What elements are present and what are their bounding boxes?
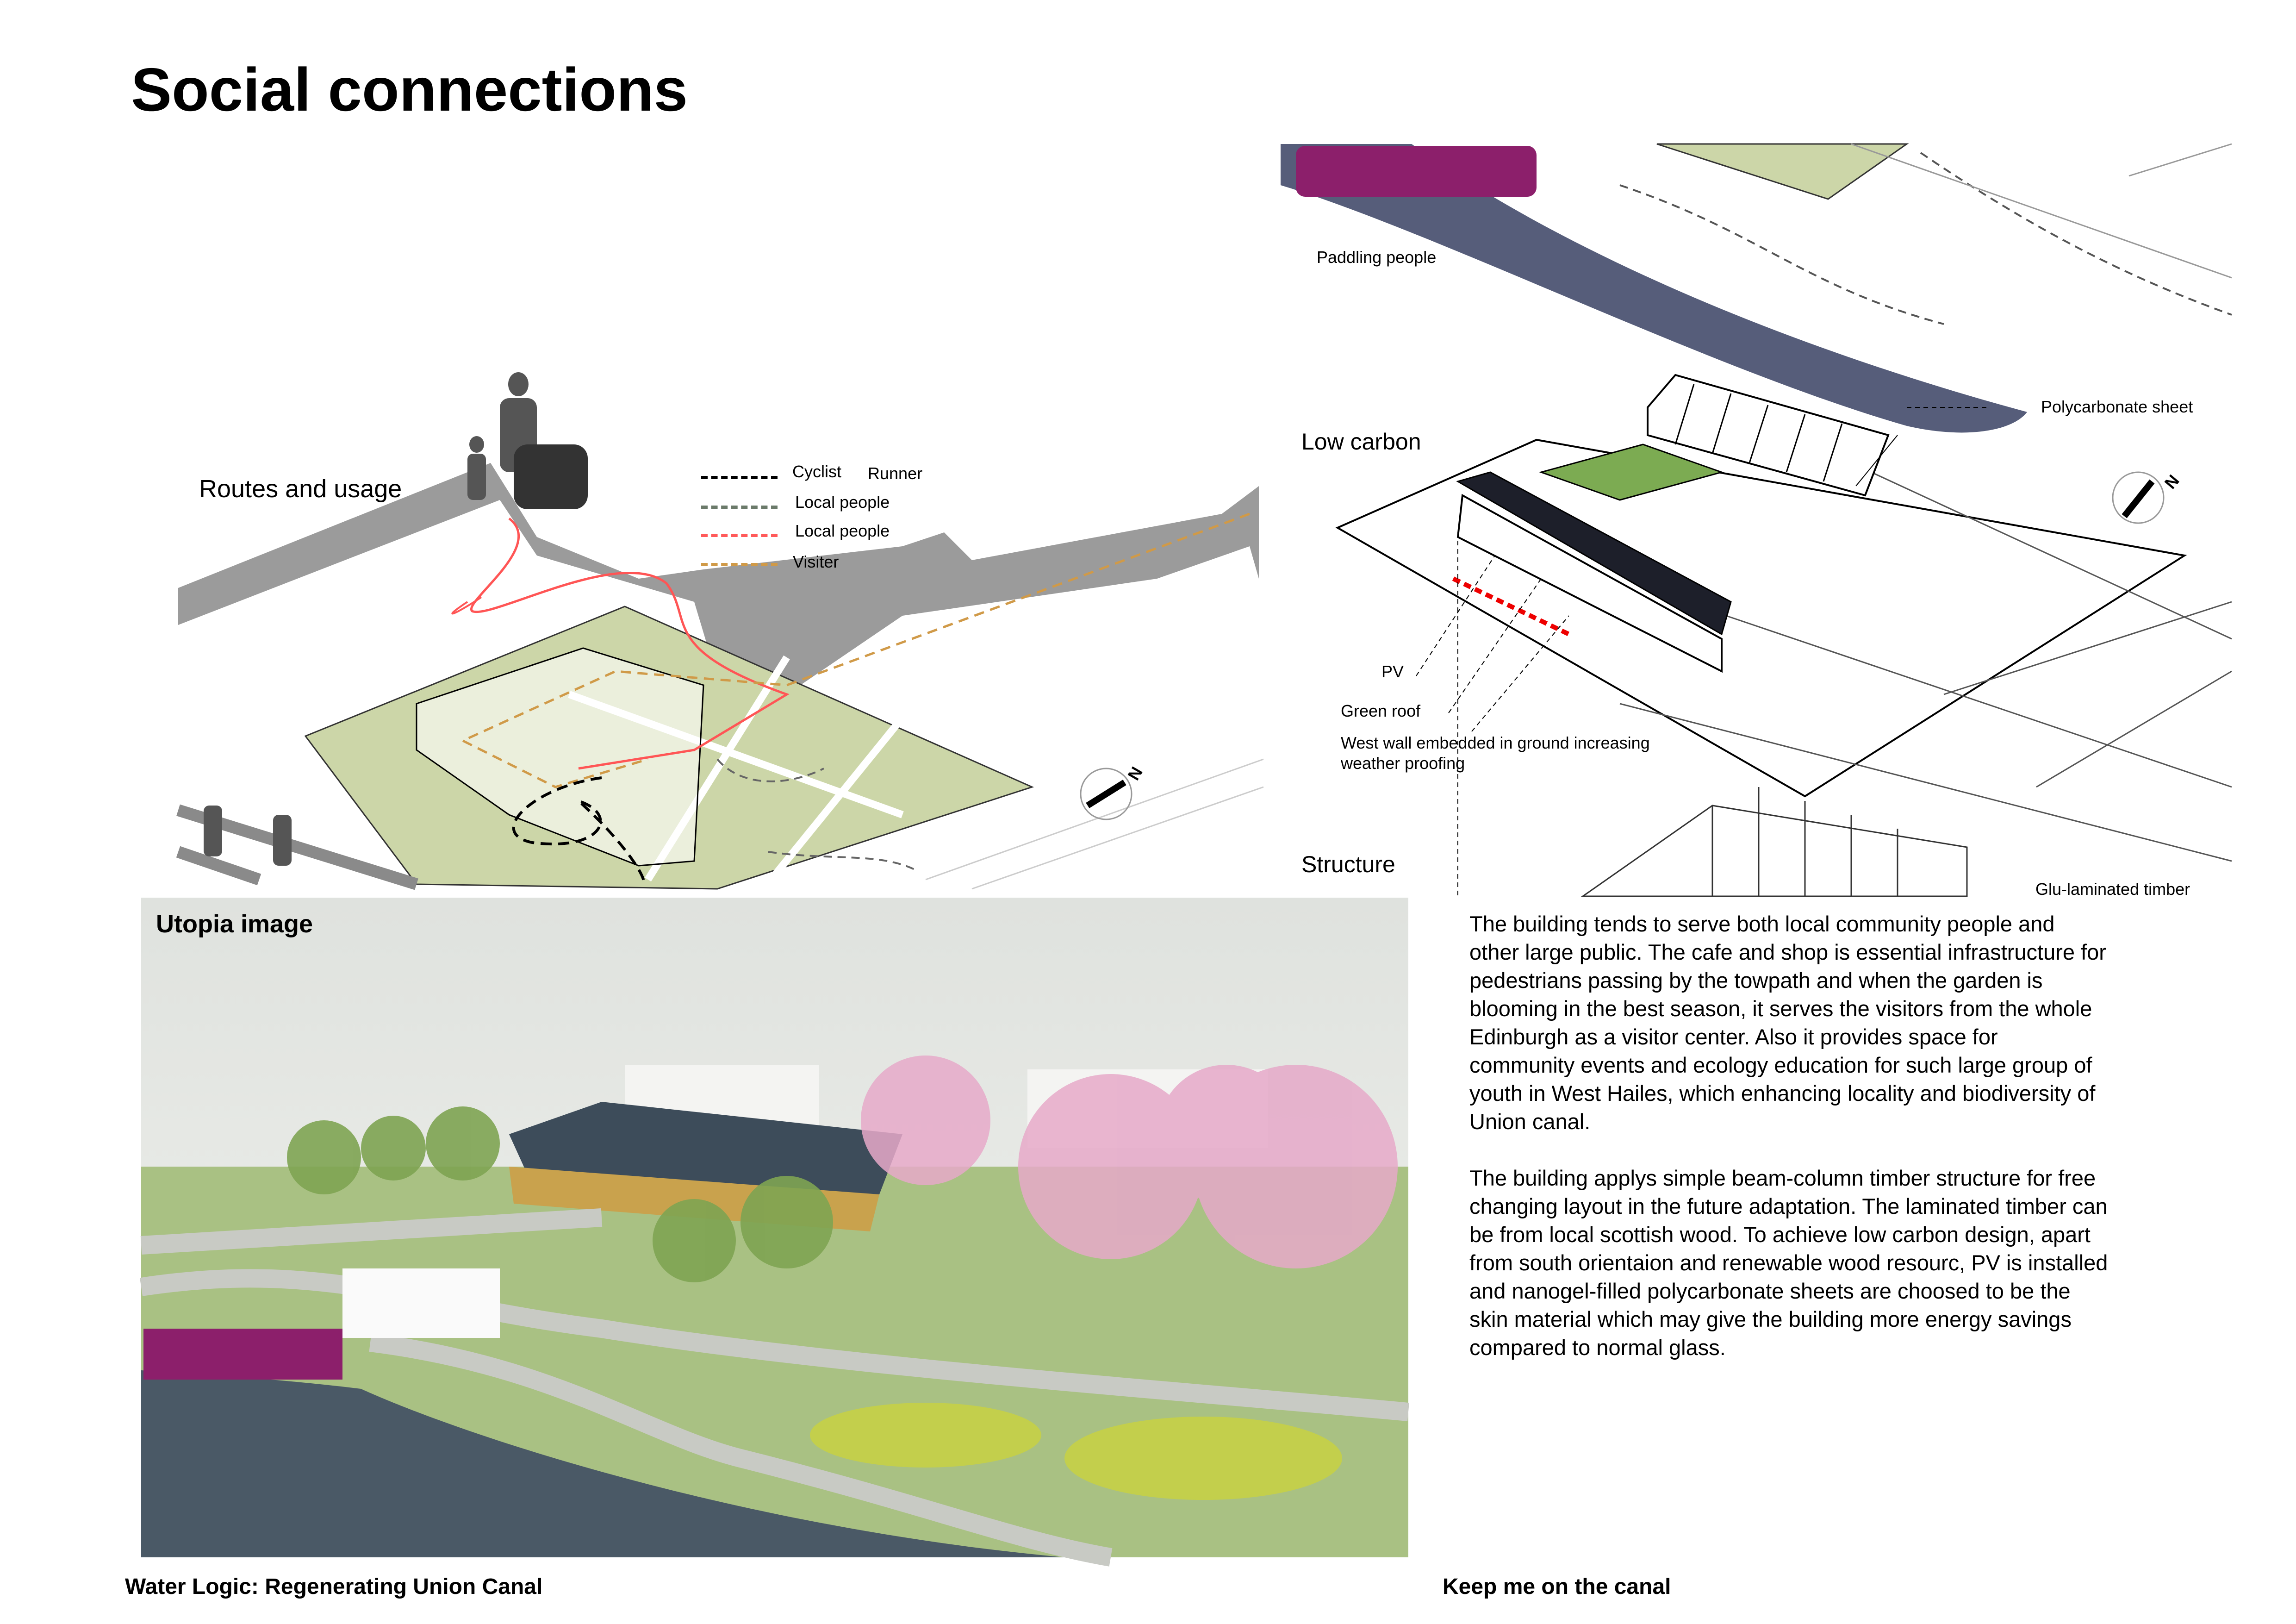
footer-project-title: Water Logic: Regenerating Union Canal (125, 1574, 543, 1599)
label-pv: PV (1381, 662, 1404, 681)
page-title: Social connections (131, 56, 688, 124)
legend-label-cyclist: Cyclist (792, 462, 841, 481)
footer-subtitle: Keep me on the canal (1443, 1574, 1671, 1599)
legend-swatch-visiter (701, 563, 778, 566)
description-paragraph: The building applys simple beam-column t… (1469, 1166, 2108, 1360)
legend-swatch-local-grey (701, 506, 778, 509)
utopia-render (140, 898, 1409, 1567)
site-ground (1335, 438, 2187, 798)
label-paddling-people: Paddling people (1317, 248, 1437, 267)
label-glulam-timber: Glu-laminated timber (2035, 880, 2190, 896)
label-low-carbon: Low carbon (1301, 429, 1421, 455)
routes-heading: Routes and usage (199, 475, 402, 503)
north-arrow-right (2112, 471, 2165, 524)
description-text: The building tends to serve both local c… (1469, 910, 2108, 1390)
legend-label-runner: Runner (868, 464, 923, 483)
utopia-heading: Utopia image (156, 910, 313, 938)
canal-water (1281, 144, 2027, 433)
legend-label-visiter: Visiter (793, 552, 839, 571)
legend-swatch-cyclist (701, 476, 778, 479)
legend-label-local-grey: Local people (795, 493, 890, 512)
label-structure: Structure (1301, 851, 1395, 877)
people-silhouettes (204, 372, 588, 866)
green-roof (1538, 443, 1724, 501)
label-west-wall: West wall embedded in ground increasing … (1341, 733, 1650, 773)
label-green-roof: Green roof (1341, 701, 1421, 720)
structure-frame (1580, 787, 1968, 897)
path-network (178, 463, 1259, 694)
pv-roof (1456, 471, 1732, 636)
label-polycarbonate-sheet: Polycarbonate sheet (2041, 397, 2193, 416)
description-paragraph: The building tends to serve both local c… (1469, 912, 2106, 1134)
legend-label-local-red: Local people (795, 521, 890, 540)
low-carbon-diagram (1281, 143, 2232, 897)
building-outline (416, 647, 704, 867)
legend-swatch-local-red (701, 534, 778, 537)
north-arrow-routes (1080, 768, 1132, 820)
routes-diagram (176, 372, 1264, 892)
